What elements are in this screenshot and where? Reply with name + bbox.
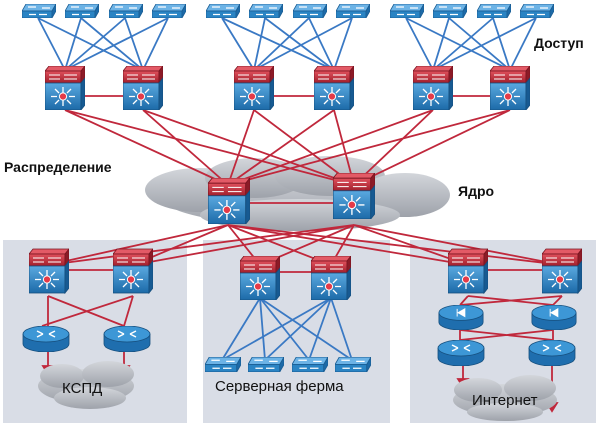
access-switch-icon <box>206 4 240 18</box>
distribution-switch-icon <box>413 66 453 110</box>
access-switch-icon <box>520 4 554 18</box>
internet-distribution-switch-icon <box>542 248 582 294</box>
core-switch-icon <box>208 178 250 224</box>
server-farm-links <box>221 297 353 361</box>
access-switch-icon <box>22 4 56 18</box>
distribution-switch-icon <box>45 66 85 110</box>
access-layer-label: Доступ <box>534 35 584 51</box>
core-switch-icon <box>333 173 375 219</box>
access-switch-icon <box>336 4 370 18</box>
access-switch-group-3 <box>390 4 554 18</box>
server-distribution-switch-icon <box>240 256 280 300</box>
server-farm-label: Серверная ферма <box>215 378 344 395</box>
wan-cloud-icon <box>38 361 134 409</box>
access-switch-icon <box>109 4 143 18</box>
wan-label: КСПД <box>62 380 102 397</box>
access-switch-icon <box>249 4 283 18</box>
distribution-switch-icon <box>123 66 163 110</box>
server-access-switch-icon <box>292 357 328 372</box>
access-switch-icon <box>293 4 327 18</box>
server-distribution-switch-icon <box>311 256 351 300</box>
distribution-switch-icon <box>490 66 530 110</box>
distribution-switch-icon <box>234 66 274 110</box>
internet-label: Интернет <box>472 392 538 409</box>
access-switch-icon <box>65 4 99 18</box>
distribution-switch-icon <box>314 66 354 110</box>
access-switch-group-2 <box>206 4 370 18</box>
firewall-icon <box>531 305 577 330</box>
access-switch-icon <box>477 4 511 18</box>
router-icon <box>103 326 151 352</box>
router-icon <box>528 340 576 366</box>
access-links <box>37 17 537 71</box>
core-distribution-links <box>41 95 563 341</box>
core-layer-label: Ядро <box>458 183 494 199</box>
access-switch-group-1 <box>22 4 186 18</box>
access-switch-icon <box>390 4 424 18</box>
access-switch-icon <box>433 4 467 18</box>
server-access-switch-icon <box>205 357 241 372</box>
server-access-switch-icon <box>248 357 284 372</box>
server-access-switch-icon <box>335 357 371 372</box>
distribution-layer-label: Распределение <box>4 159 112 175</box>
router-icon <box>22 326 70 352</box>
firewall-icon <box>438 305 484 330</box>
router-icon <box>437 340 485 366</box>
internet-cloud-icon <box>453 375 557 421</box>
internet-distribution-switch-icon <box>448 248 488 294</box>
access-switch-icon <box>152 4 186 18</box>
wan-distribution-switch-icon <box>29 248 69 294</box>
wan-distribution-switch-icon <box>113 248 153 294</box>
